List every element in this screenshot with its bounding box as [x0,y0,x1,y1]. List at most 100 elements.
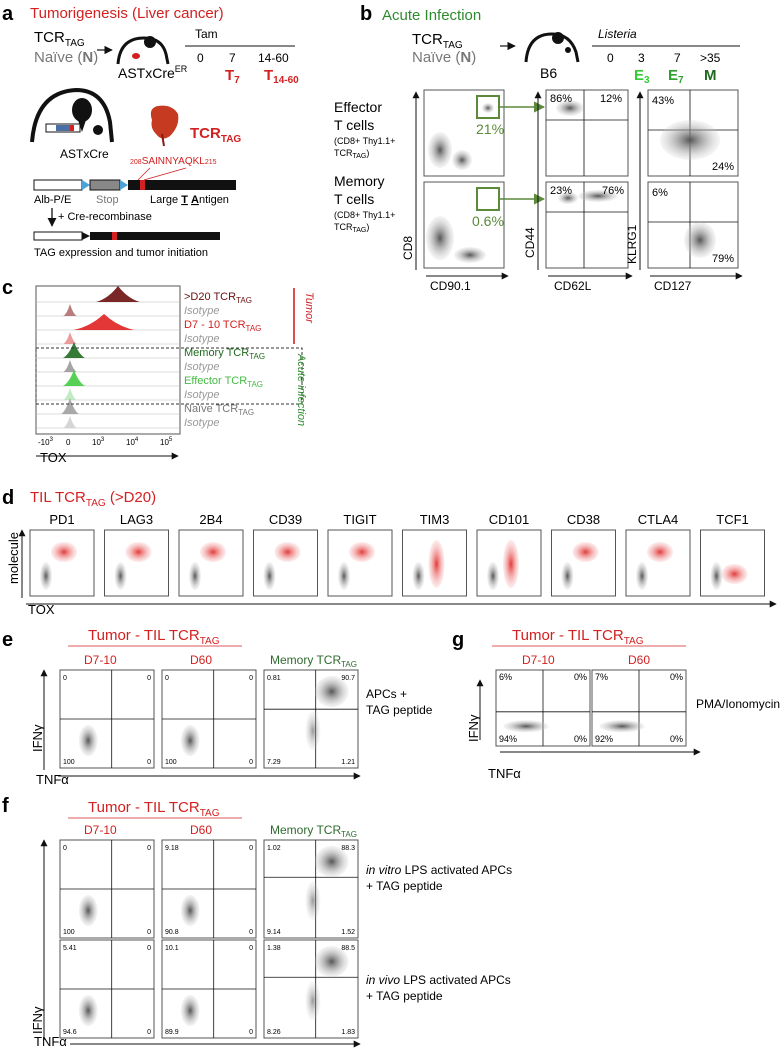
panel-e-col-memory: Memory TCRTAG [270,653,357,669]
panel-a-mouse: ASTxCreER [118,64,188,81]
molecule-label: TIGIT [343,512,376,527]
panel-b-m: M [704,67,717,84]
histogram-peak [61,398,79,414]
quadrant-value: 6% [499,672,512,682]
quadrant-value: 1.38 [267,945,281,952]
quadrant-value: 100 [63,929,75,936]
red-population [125,542,152,562]
panel-e: e Tumor - TIL TCRTAG D7-10 D60 Memory TC… [2,627,433,787]
quadrant-value: 1.83 [341,1029,355,1036]
panel-f-note1-line2: + TAG peptide [366,879,443,893]
red-population [51,542,77,562]
quadrant-value: 0.81 [267,675,281,682]
quadrant-value: 0 [249,845,253,852]
tox-tick-5: 105 [160,437,173,447]
panel-b: b Acute Infection TCRTAG Naïve (N) B6 Li… [334,3,743,293]
quadrant-value: 0% [574,734,587,744]
tox-histograms [36,286,180,429]
panel-b-mouse: B6 [540,65,557,81]
histogram-row-label: Isotype [184,417,219,429]
histogram-row-label: D7 - 10 TCRTAG [184,319,261,333]
ifng-axis-f: IFNγ [30,1006,45,1034]
gray-population [710,562,723,590]
gray-population [263,562,276,590]
double-positive-population [314,945,349,978]
mem-cd44-ul: 23% [550,185,572,197]
quadrant-value: 90.7 [341,675,355,682]
panel-g-col-d60: D60 [628,653,650,667]
mouse-big-icon [30,87,114,143]
panel-b-e7: E7 [668,67,684,86]
molecule-plot-frame [625,529,691,597]
panel-b-tick-0: 0 [607,51,614,65]
panel-label-g: g [452,629,464,651]
gray-population [487,562,499,590]
panel-a-tcr: TCRTAG [34,29,85,49]
panel-d-title: TIL TCRTAG (>D20) [30,489,156,509]
effector-sub-2: TCRTAG) [334,148,369,160]
panel-b-tcr: TCRTAG [412,31,463,51]
quadrant-value: 0 [147,1029,151,1036]
construct-diagram [33,179,236,191]
panel-g-title: Tumor - TIL TCRTAG [512,627,644,647]
panel-b-title: Acute Infection [382,7,481,24]
panel-e-note-2: TAG peptide [366,703,433,717]
mouse-icon [116,36,170,65]
quadrant-value: 0 [147,675,151,682]
quadrant-value: 0 [147,759,151,766]
tox-tick-4: 104 [126,437,139,447]
axis-cd127: CD127 [654,279,692,293]
panel-label-f: f [2,795,9,817]
quadrant-value: 0% [670,672,683,682]
panel-a-alb: Alb-P/E [34,194,71,206]
liver-icon [150,105,179,147]
molecule-plot-frame [700,529,765,597]
panel-a-t1460: T14-60 [264,67,299,86]
eff-klrg-lr: 24% [712,161,734,173]
histogram-row-label: Isotype [184,389,219,401]
quadrant-value: 88.5 [341,945,355,952]
quadrant-value: 0 [249,759,253,766]
molecule-plot-frame [551,529,616,597]
tnfa-axis-g: TNFα [488,766,521,781]
red-population [428,540,445,588]
panel-f: f Tumor - TIL TCRTAG D7-10 D60 Memory TC… [2,795,512,1049]
quadrant-value: 8.26 [267,1029,281,1036]
red-population [200,542,226,562]
negative-population [503,720,549,733]
quadrant-value: 5.41 [63,945,77,952]
panel-b-listeria: Listeria [598,27,637,41]
tnfa-axis-e: TNFα [36,772,69,787]
quadrant-value: 0% [670,734,683,744]
tox-tick-3: 103 [92,437,105,447]
panel-a-tick-0: 0 [197,51,204,65]
quadrant-value: 0 [147,845,151,852]
axis-cd62l: CD62L [554,279,592,293]
quadrant-value: 94.6 [63,1029,77,1036]
quadrant-value: 7% [595,672,608,682]
mem-cd44-ur: 76% [602,185,624,197]
quadrant-value: 0 [63,845,67,852]
quadrant-value: 100 [63,759,75,766]
panel-g-plots: 6%0%94%0%7%0%92%0% [495,669,687,747]
histogram-row-label: Isotype [184,333,219,345]
axis-cd44: CD44 [523,227,537,258]
memory-sub-1: (CD8+ Thy1.1+ [334,210,395,220]
memory-sub-2: TCRTAG) [334,222,369,234]
red-population [647,542,673,562]
quadrant-value: 9.18 [165,845,179,852]
panel-e-col-d7: D7-10 [84,653,117,667]
quadrant-value: 10.1 [165,945,179,952]
tox-axis-label: TOX [40,450,67,465]
quadrant-value: 100 [165,759,177,766]
quadrant-value: 88.3 [341,845,355,852]
molecule-label: PD1 [49,512,74,527]
acute-infection-label: Acute infection [295,353,307,426]
red-population [721,564,748,584]
quadrant-value: 7.29 [267,759,281,766]
mouse-b6-icon [524,32,580,63]
